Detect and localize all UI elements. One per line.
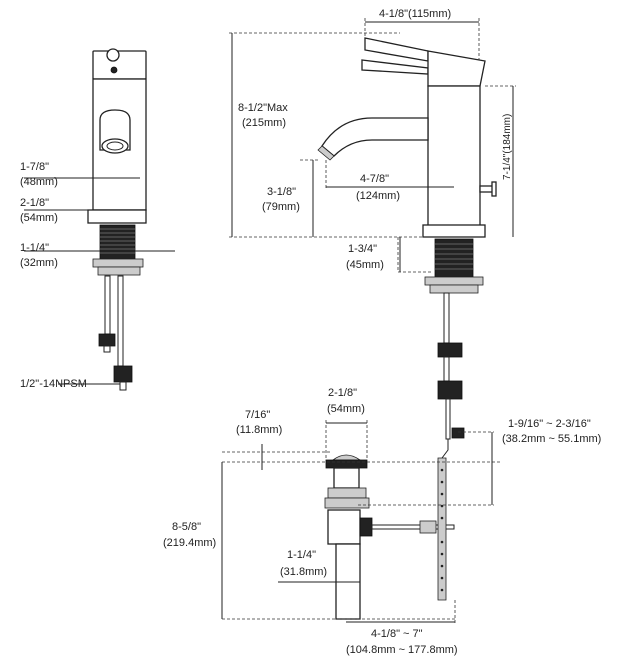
side-handle-head	[427, 50, 486, 87]
front-supply-tip-b	[119, 381, 127, 391]
front-supply-tip-a	[103, 345, 111, 353]
front-shank-label: 1-1/4"	[20, 242, 49, 254]
side-view: 4-1/8"(115mm) 8-1/2"Max (215mm) 7-1/4"(1…	[229, 8, 516, 440]
drain-clevis-holes	[440, 468, 444, 592]
drain-rod-bend	[441, 439, 449, 459]
front-aerator	[101, 138, 129, 154]
drain-pivot-housing	[327, 509, 361, 545]
drain-clevis-strap	[437, 457, 447, 601]
front-supply-nut-b	[113, 365, 133, 383]
drain-height-mm-label: (219.4mm)	[163, 537, 216, 549]
side-reach-mm-label: (124mm)	[356, 190, 400, 202]
side-popup-rod	[445, 398, 451, 440]
drain-body-upper	[333, 467, 360, 489]
front-width-mm-label: (48mm)	[20, 176, 58, 188]
front-shank-threads	[100, 228, 135, 254]
drain-popup-cap	[331, 454, 362, 461]
side-handle-lever	[364, 37, 429, 62]
drain-pivot-nut	[359, 517, 373, 537]
drain-view: 2-1/8" (54mm) 7/16" (11.8mm) 1-9/16" ~ 2…	[163, 387, 601, 656]
drain-clevis-clip	[419, 520, 437, 534]
front-base-ring	[87, 209, 147, 224]
side-body	[427, 85, 481, 232]
drain-flange	[325, 459, 368, 469]
front-supply-nut-a	[98, 333, 116, 347]
front-supply-tube-a	[104, 275, 111, 335]
side-spout-height-label: 3-1/8"	[267, 186, 296, 198]
side-spout	[321, 117, 429, 157]
drain-rod-range-label: 1-9/16" ~ 2-3/16"	[508, 418, 591, 430]
side-handle-label: 4-1/8"(115mm)	[379, 8, 451, 20]
front-thread-label: 1/2"-14NPSM	[20, 378, 87, 390]
side-reach-label: 4-7/8"	[360, 173, 389, 185]
front-handle-knob	[106, 48, 120, 62]
side-handle-lever-lower	[361, 59, 429, 75]
side-mount-nut	[424, 276, 484, 286]
front-aerator-inner	[106, 141, 124, 151]
front-width-label: 1-7/8"	[20, 161, 49, 173]
drain-nut-upper	[327, 487, 367, 499]
drain-height-label: 8-5/8"	[172, 521, 201, 533]
drain-rod-screw	[451, 427, 465, 439]
drain-tail-mm-label: (31.8mm)	[280, 566, 327, 578]
side-supply-tube	[443, 292, 450, 344]
front-shank	[99, 224, 136, 260]
front-supply-tube-b	[117, 275, 124, 367]
drain-flange-mm-label: (11.8mm)	[236, 424, 282, 436]
drain-pivot-rod	[371, 524, 455, 530]
side-shank-mm-label: (45mm)	[346, 259, 384, 271]
drain-offset-label: 4-1/8" ~ 7"	[371, 628, 423, 640]
side-mount-washer	[429, 284, 479, 294]
side-supply-nut	[437, 342, 463, 358]
drain-cap-mm-label: (54mm)	[327, 403, 365, 415]
drain-offset-mm-label: (104.8mm ~ 177.8mm)	[346, 644, 458, 656]
side-height-max-mm-label: (215mm)	[242, 117, 286, 129]
side-shank-threads	[435, 243, 473, 270]
front-base-mm-label: (54mm)	[20, 212, 58, 224]
front-handle-dot	[110, 66, 118, 74]
side-body-height-label: 7-1/4"(184mm)	[502, 114, 513, 180]
front-base-label: 2-1/8"	[20, 197, 49, 209]
side-spout-height-mm-label: (79mm)	[262, 201, 300, 213]
front-shank-mm-label: (32mm)	[20, 257, 58, 269]
drain-flange-label: 7/16"	[245, 409, 270, 421]
front-mount-nut	[92, 258, 144, 268]
drain-rod-range-mm-label: (38.2mm ~ 55.1mm)	[502, 433, 601, 445]
drain-tail-label: 1-1/4"	[287, 549, 316, 561]
drain-washer	[324, 497, 370, 509]
side-popup-knob-cap	[491, 181, 497, 197]
side-shank-label: 1-3/4"	[348, 243, 377, 255]
side-shank	[434, 238, 474, 278]
front-view: 1-7/8" (48mm) 2-1/8" (54mm) 1-1/4" (32mm…	[20, 48, 175, 391]
front-mount-washer	[97, 266, 141, 276]
side-supply-nut-lower	[437, 380, 463, 400]
drain-cap-label: 2-1/8"	[328, 387, 357, 399]
side-supply-tube-lower	[443, 356, 450, 382]
side-spout-tip	[317, 145, 335, 161]
side-height-max-label: 8-1/2"Max	[238, 102, 288, 114]
side-base	[422, 224, 486, 238]
